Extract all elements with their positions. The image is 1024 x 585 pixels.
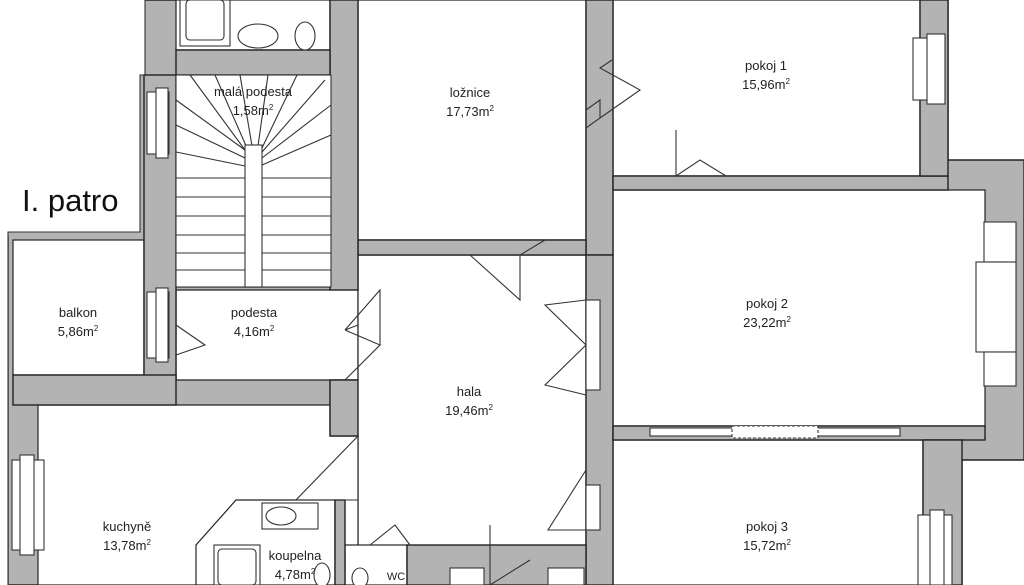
room-area: 15,72m2 — [743, 538, 791, 553]
room-label-hala: hala 19,46m2 — [445, 384, 493, 419]
room-label-koupelna: koupelna 4,78m2 — [269, 548, 322, 583]
room-name: hala — [456, 384, 482, 399]
room-label-kuchyne: kuchyně 13,78m2 — [103, 519, 151, 554]
room-area: 1,58m2 — [232, 103, 274, 118]
room-area: 5,86m2 — [57, 324, 99, 339]
room-label-balkon: balkon 5,86m2 — [58, 305, 99, 340]
room-label-loznice: ložnice 17,73m2 — [446, 85, 494, 120]
room-name: pokoj 1 — [745, 58, 787, 73]
room-name: pokoj 3 — [746, 519, 788, 534]
room-area: 15,96m2 — [742, 77, 790, 92]
room-name: kuchyně — [102, 519, 152, 534]
room-label-pokoj-2: pokoj 2 23,22m2 — [743, 296, 791, 331]
windows — [11, 33, 1017, 585]
room-area: 4,78m2 — [274, 567, 316, 582]
room-name: pokoj 2 — [746, 296, 788, 311]
room-label-mala-podesta: malá podesta 1,58m2 — [214, 84, 292, 119]
doors — [175, 59, 727, 585]
room-label-podesta: podesta 4,16m2 — [231, 305, 277, 340]
room-area: 4,16m2 — [233, 324, 275, 339]
floor-title: I. patro — [22, 183, 119, 218]
room-pokoj-2 — [612, 189, 986, 427]
room-name: malá podesta — [213, 84, 293, 99]
room-loznice — [357, 0, 587, 241]
room-area: 17,73m2 — [446, 104, 494, 119]
room-label-pokoj-3: pokoj 3 15,72m2 — [743, 519, 791, 554]
room-label-pokoj-1: pokoj 1 15,96m2 — [742, 58, 790, 93]
room-name: ložnice — [449, 85, 491, 100]
staircase — [175, 74, 332, 288]
room-area: 13,78m2 — [103, 538, 151, 553]
room-pokoj-3 — [612, 439, 924, 585]
room-area: 19,46m2 — [445, 403, 493, 418]
room-name: balkon — [58, 305, 98, 320]
room-name: koupelna — [268, 548, 322, 563]
room-name: podesta — [230, 305, 278, 320]
room-area: 23,22m2 — [743, 315, 791, 330]
room-label-wc: WC — [387, 569, 405, 585]
room-name: WC — [386, 571, 406, 583]
fixtures — [179, 0, 369, 585]
